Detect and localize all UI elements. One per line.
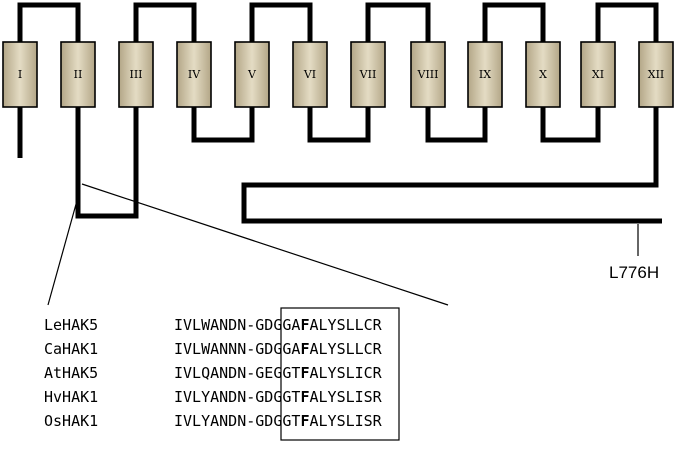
species-name: HvHAK1 (44, 388, 98, 406)
tm-segment-label: VII (359, 68, 377, 81)
tm-segment: I (2, 41, 38, 108)
species-name: LeHAK5 (44, 316, 98, 334)
species-name: AtHAK5 (44, 364, 98, 382)
tm-segment: XI (580, 41, 616, 108)
conserved-residue: F (300, 364, 309, 382)
loop-10-11 (540, 107, 601, 143)
tm-segment: IV (176, 41, 212, 108)
sequence-fragment: GDGGA (255, 316, 300, 334)
tm-segment-box (580, 41, 616, 108)
loop-5-6 (249, 2, 313, 42)
tm-segment-label: XII (648, 68, 665, 81)
tm-segment-label: X (539, 68, 547, 81)
tm-segment-box (350, 41, 386, 108)
tm-segment-box (410, 41, 446, 108)
tm-segment-label: IV (188, 68, 201, 81)
loop-9-10 (482, 2, 546, 42)
tm-segment-box (234, 41, 270, 108)
sequence-row: IVLWANDN-GDGGAFALYSLLCR (174, 316, 383, 334)
species-name: OsHAK1 (44, 412, 98, 430)
tm-segment-label: III (129, 68, 142, 81)
tm-segment: II (60, 41, 96, 108)
sequence-fragment: ALY (309, 340, 336, 358)
sequence-fragment: SLISR (337, 388, 383, 406)
sequence-fragment: GDGGA (255, 340, 300, 358)
conserved-motif-box (280, 307, 400, 441)
tm-segment-label: VIII (417, 68, 439, 81)
loop-7-8 (365, 2, 431, 42)
tm-segment-box (118, 41, 154, 108)
tm-segment-box (467, 41, 503, 108)
tm-segment-box (525, 41, 561, 108)
tm-segment-label: I (18, 68, 22, 81)
sequence-row: IVLYANDN-GDGGTFALYSLISR (174, 412, 383, 430)
sequence-fragment: ALY (309, 388, 336, 406)
tm-segment-box (2, 41, 38, 108)
c-terminal-tail (241, 107, 662, 224)
tm-segment-box (176, 41, 212, 108)
tm-segment-box (292, 41, 328, 108)
sequence-fragment: IVLWANDN- (174, 316, 255, 334)
zoom-line-right (81, 183, 449, 306)
sequence-fragment: GDGGT (255, 412, 300, 430)
tm-segment: XII (638, 41, 674, 108)
sequence-fragment: GDGGT (255, 388, 300, 406)
sequence-fragment: GEGGT (255, 364, 300, 382)
tm-segment-box (60, 41, 96, 108)
loop-6-7 (307, 107, 371, 143)
sequence-row: IVLWANNN-GDGGAFALYSLLCR (174, 340, 383, 358)
tm-segment-label: IX (479, 68, 491, 81)
sequence-fragment: ALY (309, 364, 336, 382)
sequence-fragment: IVLYANDN- (174, 388, 255, 406)
protein-chain (17, 2, 662, 224)
loop-11-12 (595, 2, 659, 42)
tm-segment-label: VI (303, 68, 316, 81)
loop-3-4 (133, 2, 197, 42)
conserved-residue: F (300, 340, 309, 358)
loop-8-9 (425, 107, 488, 143)
loop-4-5 (191, 107, 255, 143)
loop-2-3 (75, 107, 139, 219)
sequence-fragment: SLLCR (337, 316, 383, 334)
sequence-fragment: ALY (309, 412, 336, 430)
sequence-fragment: IVLQANDN- (174, 364, 255, 382)
tm-segment: III (118, 41, 154, 108)
tm-segment-label: XI (592, 68, 604, 81)
mutation-label: L776H (609, 263, 659, 282)
sequence-fragment: SLISR (337, 412, 383, 430)
conserved-residue: F (300, 412, 309, 430)
loop-1-2 (17, 2, 81, 42)
sequence-fragment: ALY (309, 316, 336, 334)
conserved-residue: F (300, 388, 309, 406)
tm-segment: VI (292, 41, 328, 108)
zoom-line-left (47, 196, 79, 306)
sequence-row: IVLYANDN-GDGGTFALYSLISR (174, 388, 383, 406)
tm-segment: IX (467, 41, 503, 108)
tm-segment: X (525, 41, 561, 108)
sequence-row: IVLQANDN-GEGGTFALYSLICR (174, 364, 383, 382)
tm-segment-label: II (74, 68, 83, 81)
sequence-fragment: IVLYANDN- (174, 412, 255, 430)
tm-segment: VIII (410, 41, 446, 108)
tm-segment-box (638, 41, 674, 108)
tm-segment: VII (350, 41, 386, 108)
tm-segment-label: V (247, 68, 257, 81)
sequence-fragment: IVLWANNN- (174, 340, 255, 358)
conserved-residue: F (300, 316, 309, 334)
sequence-fragment: SLLCR (337, 340, 383, 358)
tm-segment: V (234, 41, 270, 108)
species-name: CaHAK1 (44, 340, 98, 358)
sequence-fragment: SLICR (337, 364, 383, 382)
